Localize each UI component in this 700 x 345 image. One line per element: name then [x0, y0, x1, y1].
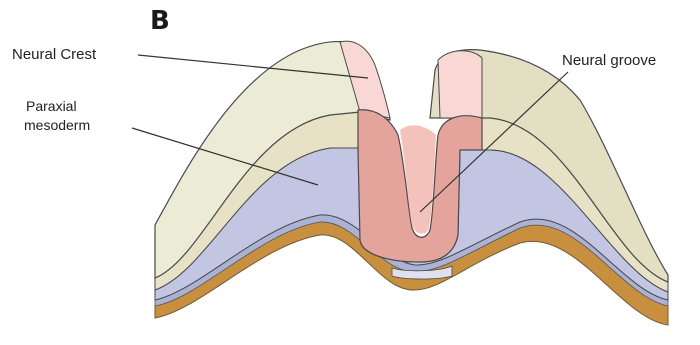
neural-crest-region-right — [438, 51, 482, 118]
mesoderm-label-line2: mesoderm — [24, 117, 90, 134]
panel-letter: B — [150, 6, 170, 36]
paraxial-label-line1: Paraxial — [26, 98, 77, 115]
neural-groove-label: Neural groove — [562, 52, 656, 69]
neural-crest-label: Neural Crest — [12, 46, 96, 63]
